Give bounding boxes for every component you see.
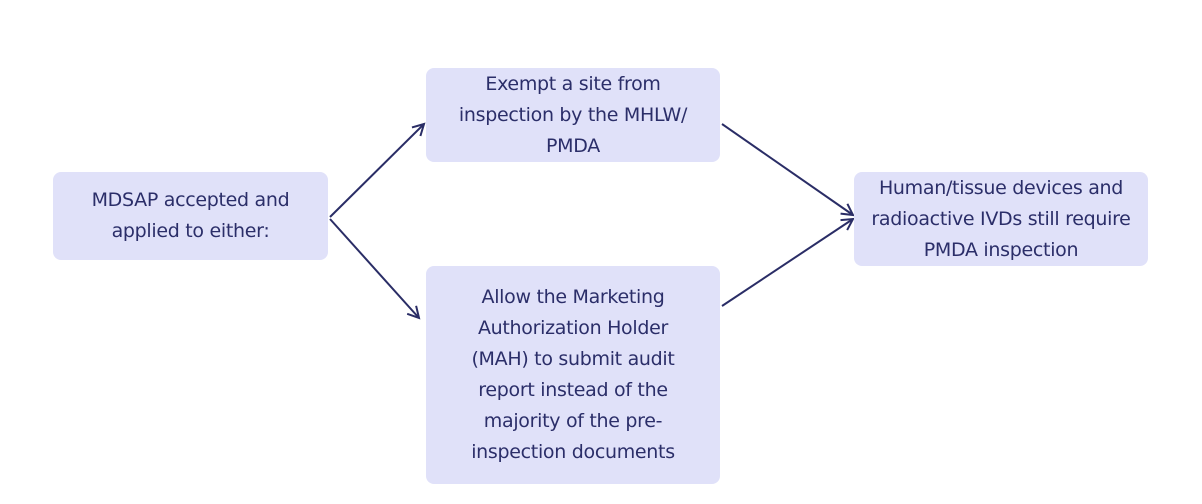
node-start: MDSAP accepted and applied to either: [53,172,328,260]
node-exempt: Exempt a site from inspection by the MHL… [426,68,720,162]
node-result: Human/tissue devices and radioactive IVD… [854,172,1148,266]
arrow-exempt-to-result [721,123,853,215]
arrow-allow-to-result [721,219,853,307]
arrow-start-to-exempt [329,124,424,218]
node-allow: Allow the Marketing Authorization Holder… [426,266,720,484]
arrow-start-to-allow [329,218,419,318]
